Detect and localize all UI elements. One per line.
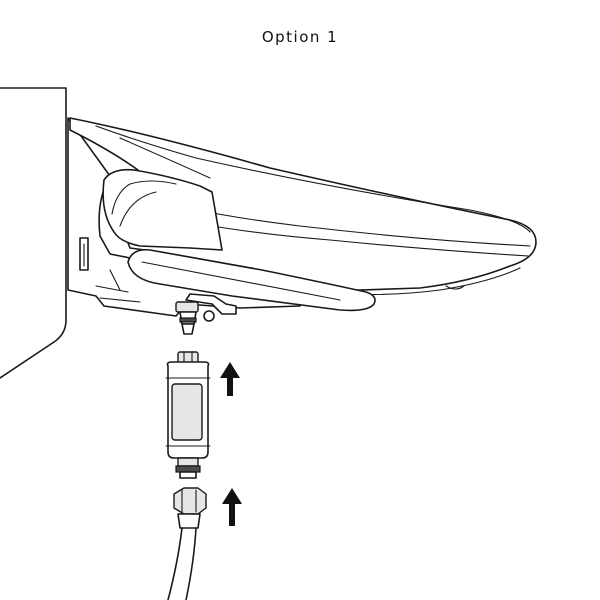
arrow-up-icon [220, 362, 240, 396]
arrow-up-icon [222, 488, 242, 526]
wall-panel [0, 87, 67, 379]
water-supply-hose [167, 487, 207, 600]
water-inlet-connector [175, 293, 237, 335]
bidet-toilet-seat [67, 117, 537, 317]
water-filter [165, 351, 211, 479]
diagram-title: Option 1 [261, 28, 339, 46]
